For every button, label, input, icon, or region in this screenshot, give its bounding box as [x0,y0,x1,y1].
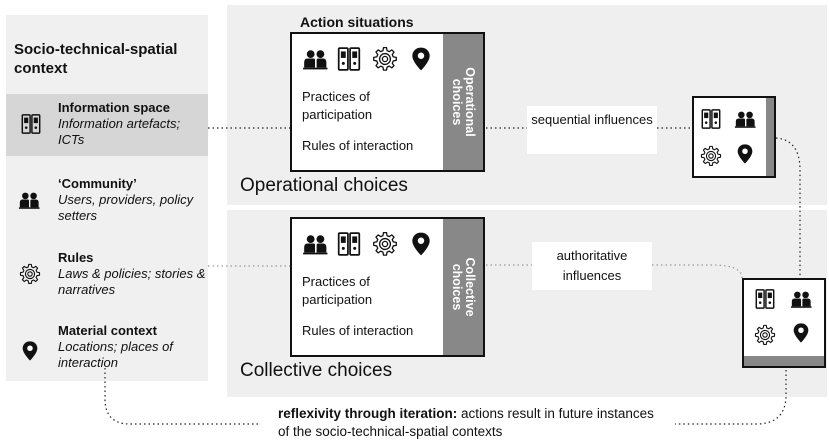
practices-of-participation: Practices of participation [302,274,373,307]
side-label-line: Collective [463,257,477,317]
context-panel-title: Socio-technical-spatial context [14,41,178,77]
outcome-bottom-bar [744,356,824,366]
people-icon [790,288,812,310]
connector-reflexivity-right [675,370,787,425]
context-item-sub: Laws & policies; stories & narratives [58,266,206,297]
context-item-heading: Rules [58,250,94,265]
location-pin-icon [790,322,812,344]
context-item-heading: Material context [58,323,157,338]
icon-row [302,46,442,72]
rules-of-interaction: Rules of interaction [302,138,414,153]
gear-icon [372,46,398,72]
connector-operational-to-collective [775,137,801,278]
side-label-line: Operational [463,67,477,137]
binders-icon [754,288,776,310]
reflexivity-bold: reflexivity through iteration: [278,406,458,421]
side-label-line: choices [450,263,464,311]
collective-side-label: Collective choices [450,257,477,317]
connector-col-influence-out [652,264,743,279]
location-pin-icon [734,143,756,165]
context-item-sub: Information artefacts; ICTs [58,116,181,147]
reflexivity-caption: reflexivity through iteration: actions r… [278,405,658,441]
collective-outcome-context [742,278,826,368]
people-icon [302,231,328,257]
action-situations-title: Action situations [300,14,414,30]
icon-row [302,231,442,257]
operational-band-label: Operational choices [240,175,408,196]
gear-icon [754,324,776,346]
operational-action-situation: Practices of participation Rules of inte… [290,32,485,172]
context-item-rules: Rules Laws & policies; stories & narrati… [58,250,206,298]
context-item-heading: ‘Community’ [58,176,137,191]
operational-outcome-context [692,96,776,178]
location-pin-icon [408,231,434,257]
sequential-influences-label: sequential influences [527,106,657,154]
gear-icon [700,145,722,167]
operational-side-label: Operational choices [450,67,477,137]
outcome-side-bar [766,98,774,176]
location-pin-icon [408,46,434,72]
gear-icon [372,231,398,257]
context-item-sub: Locations; places of interaction [58,339,173,370]
people-icon [302,46,328,72]
binders-icon [700,108,722,130]
context-item-sub: Users, providers, policy setters [58,192,194,223]
collective-band-label: Collective choices [240,360,393,381]
context-item-material: Material context Locations; places of in… [58,323,206,371]
binders-icon [336,46,362,72]
authoritative-influences-label: authoritative influences [532,242,652,290]
collective-action-situation: Practices of participation Rules of inte… [290,217,485,357]
practices-of-participation: Practices of participation [302,89,373,122]
connector-reflexivity-left [104,365,258,425]
operational-side-bar: Operational choices [443,34,483,170]
rules-of-interaction: Rules of interaction [302,323,414,338]
context-item-community: ‘Community’ Users, providers, policy set… [58,176,206,224]
side-label-line: choices [450,78,464,126]
context-item-heading: Information space [58,100,170,115]
context-item-information-space: Information space Information artefacts;… [58,100,206,148]
collective-side-bar: Collective choices [443,219,483,355]
reflexivity-rest: actions result in future instances of th… [278,406,654,439]
binders-icon [336,231,362,257]
people-icon [734,108,756,130]
context-panel [6,15,208,381]
